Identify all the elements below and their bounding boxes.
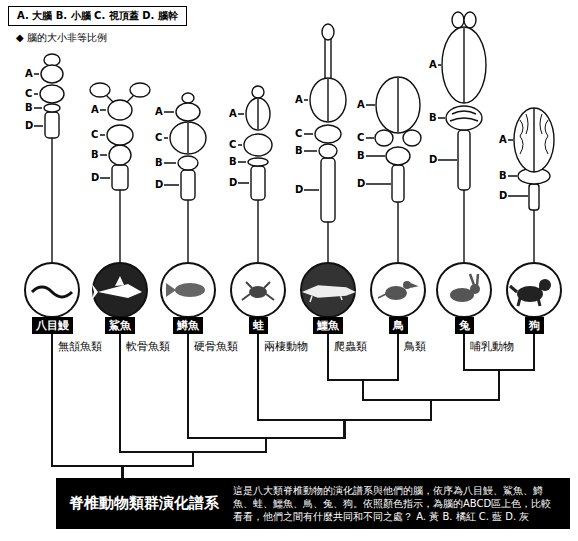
- box-text: 鳥: [393, 319, 404, 332]
- part-letter: D: [428, 154, 438, 166]
- tree-branch: [123, 334, 345, 478]
- box-text: 鯊魚: [109, 319, 131, 332]
- part-letter: C: [24, 88, 33, 100]
- box-text: 狗: [529, 319, 540, 332]
- box-text: A. 大腦 B. 小腦 C. 視頂蓋 D. 腦幹: [17, 9, 178, 23]
- tree-branch: [123, 334, 432, 478]
- part-letter: A: [228, 108, 238, 120]
- tree-branch: [123, 334, 500, 478]
- part-letter: B: [428, 112, 438, 124]
- animal-box: 狗: [525, 317, 544, 334]
- note-text: ◆ 腦的大小非等比例: [16, 31, 107, 44]
- part-letter: D: [498, 190, 508, 202]
- tree-branch: [123, 334, 267, 478]
- animal-box: 八目鰻: [32, 317, 73, 334]
- part-letter: C: [90, 129, 99, 141]
- box-text: 鱷魚: [317, 319, 339, 332]
- part-letter: C: [154, 132, 163, 144]
- part-letter: B: [294, 145, 304, 157]
- part-letter: A: [154, 106, 164, 118]
- key-box: A. 大腦 B. 小腦 C. 視頂蓋 D. 腦幹: [8, 6, 187, 26]
- class-label: 鳥類: [404, 340, 426, 354]
- part-letter: D: [294, 184, 304, 196]
- tree-branch: [123, 334, 535, 478]
- box-text: 鱒魚: [177, 319, 199, 332]
- part-letter: A: [498, 134, 508, 146]
- title-box: 脊椎動物類群演化譜系這是八大類脊椎動物的演化譜系與他們的腦，依序為八目鰻、鯊魚、…: [56, 478, 570, 529]
- part-letter: C: [356, 132, 365, 144]
- part-letter: A: [24, 68, 34, 80]
- tree-branch: [123, 334, 432, 478]
- part-letter: B: [90, 149, 100, 161]
- part-letter: A: [90, 104, 100, 116]
- class-label: 爬蟲類: [334, 340, 367, 354]
- part-letter: D: [90, 172, 100, 184]
- tree-branch: [120, 334, 193, 478]
- part-letter: D: [228, 177, 238, 189]
- animal-box: 鱒魚: [173, 317, 203, 334]
- class-label: 無頷魚類: [58, 340, 102, 354]
- part-letter: B: [24, 102, 34, 114]
- box-text: 蛙: [253, 319, 264, 332]
- part-letter: D: [356, 178, 366, 190]
- part-letter: A: [428, 59, 438, 71]
- part-letter: C: [294, 128, 303, 140]
- body-text: 這是八大類脊椎動物的演化譜系與他們的腦，依序為八目鰻、鯊魚、鱒魚、蛙、鱷魚、鳥、…: [233, 484, 559, 523]
- class-label: 硬骨魚類: [194, 340, 238, 354]
- animal-box: 兔: [455, 317, 474, 334]
- part-letter: D: [154, 179, 164, 191]
- part-letter: D: [24, 120, 34, 132]
- box-text: 八目鰻: [36, 319, 69, 332]
- part-letter: B: [154, 157, 164, 169]
- animal-box: 蛙: [249, 317, 268, 334]
- part-letter: C: [228, 139, 237, 151]
- tree-branch: [52, 334, 123, 478]
- animal-box: 鳥: [389, 317, 408, 334]
- part-letter: A: [356, 99, 366, 111]
- class-label: 軟骨魚類: [126, 340, 170, 354]
- part-letter: A: [294, 94, 304, 106]
- class-label: 哺乳動物: [470, 340, 514, 354]
- part-letter: B: [228, 156, 238, 168]
- part-letter: B: [498, 170, 508, 182]
- animal-box: 鯊魚: [105, 317, 135, 334]
- box-text: 脊椎動物類群演化譜系: [69, 494, 219, 513]
- animal-box: 鱷魚: [313, 317, 343, 334]
- part-letter: B: [356, 150, 366, 162]
- box-text: 兔: [459, 319, 470, 332]
- class-label: 兩棲動物: [264, 340, 308, 354]
